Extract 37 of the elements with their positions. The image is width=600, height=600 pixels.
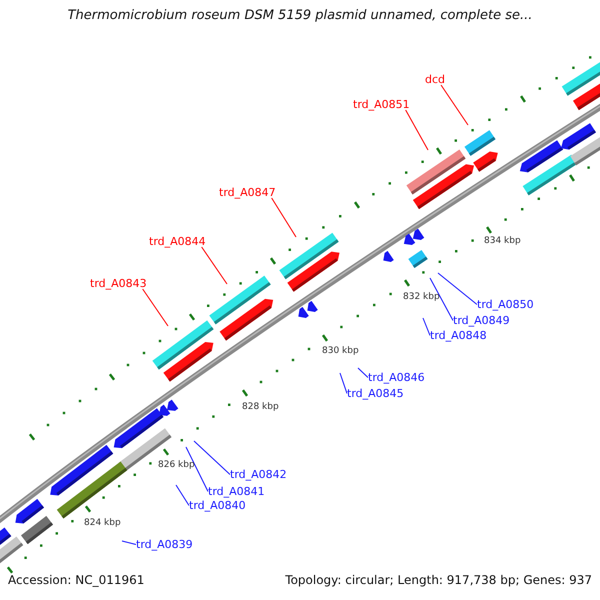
- gene-label: trd_A0845: [347, 388, 404, 399]
- leader-line: [430, 278, 454, 321]
- gene-label: trd_A0846: [368, 372, 425, 383]
- gene-label: trd_A0849: [453, 315, 510, 326]
- scale-label: 830 kbp: [322, 347, 359, 356]
- gene-label: trd_A0851: [353, 99, 410, 110]
- leader-line: [201, 246, 228, 284]
- gene-label: trd_A0844: [149, 236, 206, 247]
- leader-line: [186, 446, 208, 492]
- scale-label: 826 kbp: [158, 461, 195, 470]
- leader-line: [358, 368, 368, 378]
- leader-line: [194, 440, 230, 475]
- leader-line: [405, 110, 428, 150]
- gene-label: trd_A0850: [477, 299, 534, 310]
- scale-label: 832 kbp: [403, 293, 440, 302]
- leader-line: [122, 540, 136, 545]
- genome-info-text: Topology: circular; Length: 917,738 bp; Genes: 937: [285, 574, 592, 586]
- leader-line: [340, 372, 348, 394]
- scale-label: 824 kbp: [84, 519, 121, 528]
- accession-text: Accession: NC_011961: [8, 574, 144, 586]
- leader-line: [142, 288, 168, 326]
- gene-label: trd_A0843: [90, 278, 147, 289]
- scale-label: 828 kbp: [242, 403, 279, 412]
- gene-label: trd_A0847: [219, 187, 276, 198]
- leader-line: [271, 198, 296, 238]
- leader-line: [440, 84, 468, 126]
- leader-line: [438, 272, 478, 305]
- map-title: Thermomicrobium roseum DSM 5159 plasmid unnamed, complete se...: [66, 9, 534, 22]
- gene-label: trd_A0841: [208, 486, 265, 497]
- leader-line: [422, 318, 430, 336]
- gene-label: trd_A0840: [189, 500, 246, 511]
- leader-line: [176, 484, 190, 506]
- scale-label: 834 kbp: [484, 237, 521, 246]
- gene-label: dcd: [425, 74, 446, 85]
- gene-label: trd_A0848: [430, 330, 487, 341]
- gene-label: trd_A0839: [136, 539, 193, 550]
- gene-label: trd_A0842: [230, 469, 287, 480]
